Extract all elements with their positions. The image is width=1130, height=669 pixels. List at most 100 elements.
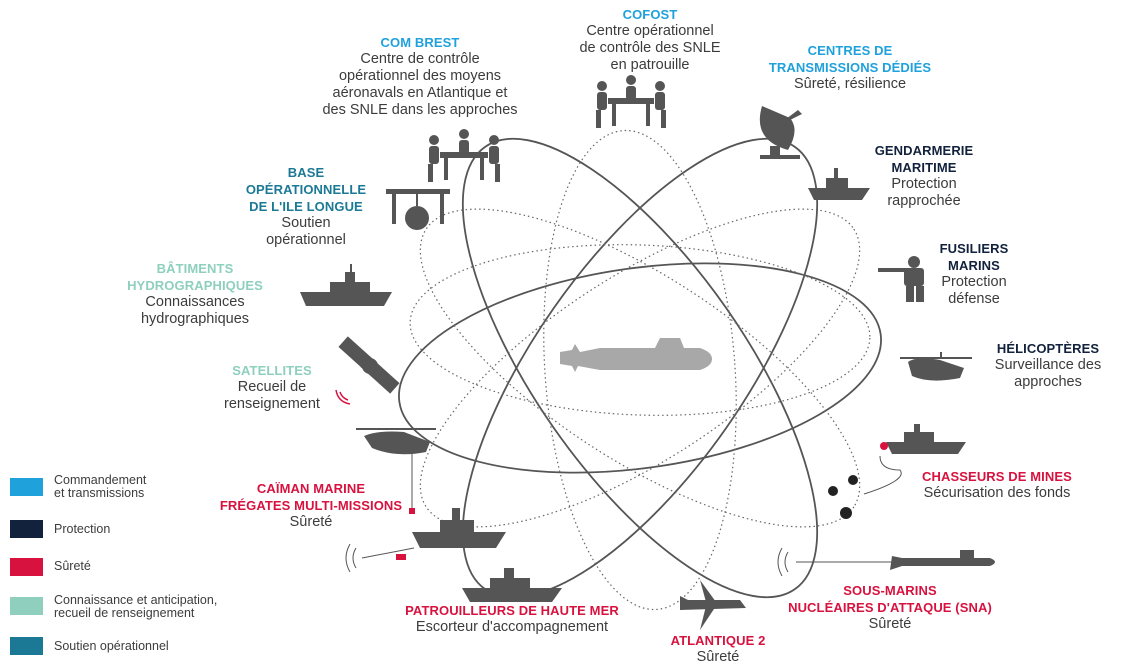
helicopter-icon-surveillance [900, 352, 972, 381]
node-desc-line: Sûreté [289, 514, 333, 530]
node-desc-line: Sûreté [696, 649, 740, 665]
node-desc-line: défense [948, 291, 1000, 307]
legend-label-line: Sûreté [54, 559, 91, 573]
hoist-crane-icon [386, 189, 450, 230]
node-title-line: TRANSMISSIONS DÉDIÉS [768, 60, 932, 75]
node-title-line: DE L'ILE LONGUE [249, 199, 363, 214]
node-desc-line: Centre de contrôle [360, 51, 480, 67]
satellite-icon [338, 336, 400, 394]
snle-submarine-icon [560, 338, 712, 372]
node-title: PATROUILLEURS DE HAUTE MER [405, 603, 619, 618]
node-desc-line: renseignement [224, 396, 320, 412]
legend-label: Connaissance et anticipation, recueil de… [54, 594, 294, 620]
minehunter-ship-icon [880, 424, 966, 454]
node-desc-line: aéronavals en Atlantique et [332, 85, 508, 101]
node-title-line: CAÏMAN MARINE [256, 481, 366, 496]
node-title-line: CENTRES DE [807, 43, 893, 58]
legend-label: Commandement et transmissions [54, 474, 294, 500]
hydrographic-ship-icon [300, 264, 392, 306]
meeting-table-icon-com-brest [428, 129, 500, 182]
orbit-dotted-diag-a [419, 208, 861, 528]
legend-swatch [10, 637, 43, 655]
node-atlantique-2: ATLANTIQUE 2 Sûreté [662, 632, 774, 666]
orbit-diagonal-left [461, 137, 819, 599]
node-title-line: GENDARMERIE [874, 143, 974, 158]
node-desc-line: Sûreté [868, 616, 912, 632]
node-patrouilleurs: PATROUILLEURS DE HAUTE MER Escorteur d'a… [384, 602, 640, 636]
node-desc-line: Centre opérationnel [586, 23, 714, 39]
frigate-ship-icon [412, 508, 506, 548]
node-desc-line: rapprochée [887, 193, 961, 209]
node-com-brest: COM BREST Centre de contrôle opérationne… [310, 34, 530, 119]
sonar-buoy-icon-caiman [409, 508, 415, 514]
node-title-line: NUCLÉAIRES D'ATTAQUE (SNA) [788, 600, 992, 615]
node-desc-line: Surveillance des [994, 357, 1102, 373]
legend-swatch [10, 478, 43, 496]
satellite-dish-icon [759, 106, 802, 159]
helicopter-icon-caiman [356, 428, 436, 510]
node-desc-line: approches [1014, 374, 1082, 390]
node-desc-line: en patrouille [610, 57, 690, 73]
orbit-dotted-wide [409, 244, 871, 416]
node-cofost: COFOST Centre opérationnel de contrôle d… [560, 6, 740, 74]
node-helicopteres: HÉLICOPTÈRES Surveillance des approches [978, 340, 1118, 391]
center-label-snle: SNLE [620, 369, 653, 383]
node-gendarmerie: GENDARMERIE MARITIME Protection rapproch… [868, 142, 980, 210]
node-batiments-hydrographiques: BÂTIMENTS HYDROGRAPHIQUES Connaissances … [114, 260, 276, 328]
legend-swatch [10, 520, 43, 538]
legend-label-line: et transmissions [54, 486, 145, 500]
node-title-line: BASE [287, 165, 325, 180]
patrol-vessel-icon [462, 568, 562, 602]
legend-label-line: Soutien opérationnel [54, 639, 169, 653]
orbit-dotted-tall-left [543, 129, 737, 611]
node-chasseurs-de-mines: CHASSEURS DE MINES Sécurisation des fond… [904, 468, 1090, 502]
node-centres-transmissions: CENTRES DE TRANSMISSIONS DÉDIÉS Sûreté, … [762, 42, 938, 93]
node-title-line: OPÉRATIONNELLE [245, 182, 367, 197]
legend-label-line: Protection [54, 522, 111, 536]
node-title-line: FUSILIERS [939, 241, 1009, 256]
legend-label-line: Connaissance et anticipation, [54, 593, 218, 607]
node-title: HÉLICOPTÈRES [996, 341, 1100, 356]
node-desc-line: Protection [941, 274, 1007, 290]
node-desc-line: hydrographiques [140, 311, 250, 327]
orbit-dotted-diag-b [419, 208, 861, 528]
orbit-group-dotted [409, 129, 871, 611]
node-desc-line: Sûreté, résilience [793, 76, 907, 92]
mines-icon [828, 455, 902, 519]
node-title-line: SOUS-MARINS [843, 583, 937, 598]
node-title: SATELLITES [232, 363, 312, 378]
legend-label-line: Commandement [54, 473, 147, 487]
node-title-line: MARITIME [891, 160, 957, 175]
legend-label: Soutien opérationnel [54, 640, 294, 653]
node-desc-line: Soutien [281, 215, 331, 231]
node-title: ATLANTIQUE 2 [670, 633, 766, 648]
soldier-icon-fusiliers [878, 256, 924, 302]
node-caiman-fregates: CAÏMAN MARINE FRÉGATES MULTI-MISSIONS Sû… [206, 480, 416, 531]
node-desc-line: opérationnel [266, 232, 346, 248]
node-desc-line: Protection [891, 176, 957, 192]
node-title-line: MARINS [948, 258, 1000, 273]
node-desc-line: de contrôle des SNLE [579, 40, 721, 56]
node-fusiliers-marins: FUSILIERS MARINS Protection défense [924, 240, 1024, 308]
signal-waves-icon-satellite [335, 389, 351, 405]
patrol-ship-icon-gendarmerie [808, 168, 870, 200]
node-title-line: HYDROGRAPHIQUES [127, 278, 263, 293]
node-desc-line: Connaissances [145, 294, 245, 310]
towed-sonar-icon [345, 543, 415, 573]
node-desc-line: des SNLE dans les approches [322, 102, 518, 118]
node-desc-line: opérationnel des moyens [338, 68, 502, 84]
node-title: COM BREST [380, 35, 460, 50]
node-satellites: SATELLITES Recueil de renseignement [208, 362, 336, 413]
legend-label: Sûreté [54, 560, 294, 573]
attack-submarine-icon [777, 547, 995, 577]
node-sna: SOUS-MARINS NUCLÉAIRES D'ATTAQUE (SNA) S… [780, 582, 1000, 633]
legend-swatch [10, 597, 43, 615]
maritime-patrol-aircraft-icon [680, 580, 746, 630]
legend-label: Protection [54, 523, 294, 536]
meeting-table-icon-cofost [596, 75, 666, 128]
legend-label-line: recueil de renseignement [54, 606, 195, 620]
legend-swatch [10, 558, 43, 576]
node-base-ile-longue: BASE OPÉRATIONNELLE DE L'ILE LONGUE Sout… [236, 164, 376, 249]
node-title: COFOST [622, 7, 678, 22]
